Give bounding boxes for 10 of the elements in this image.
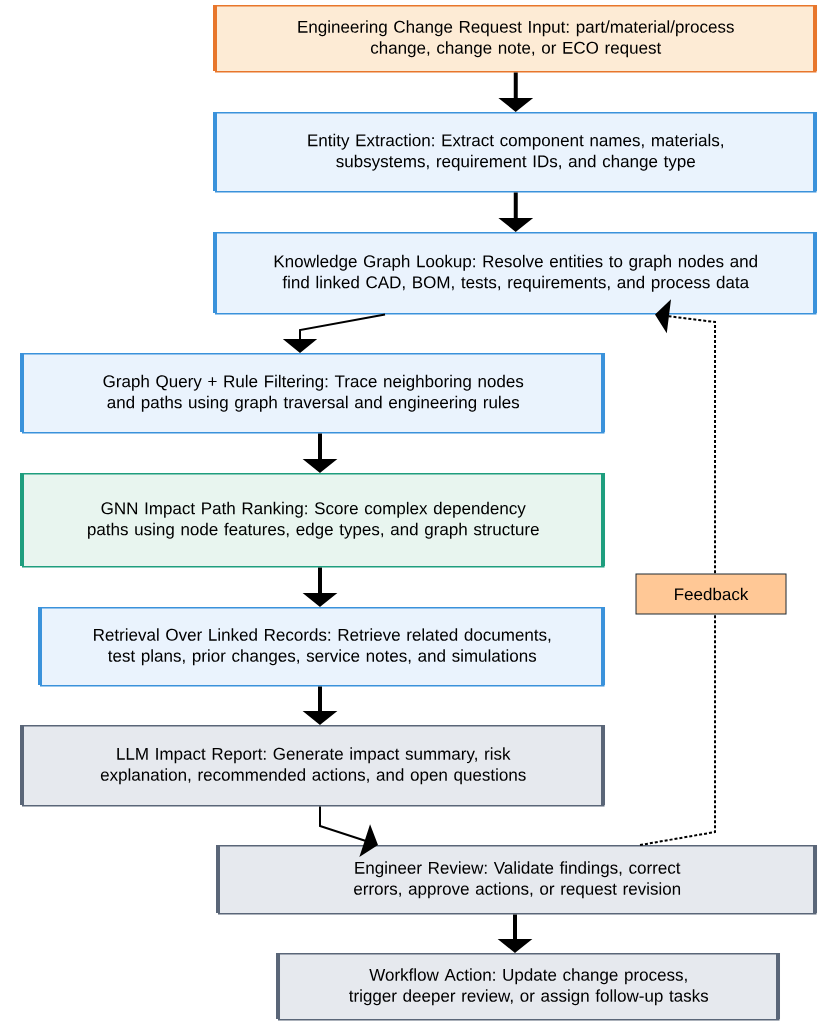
process-box: Graph Query + Rule Filtering: Trace neighboring nodes and paths using graph traversal and engineering rules bbox=[20, 351, 605, 434]
edge-label: Feedback bbox=[635, 573, 787, 615]
process-box: Retrieval Over Linked Records: Retrieve related documents, test plans, prior changes, service notes, and simulations bbox=[38, 605, 605, 687]
process-box: LLM Impact Report: Generate impact summary, risk explanation, recommended actions, and open questions bbox=[20, 723, 605, 807]
process-box: Engineering Change Request Input: part/material/process change, change note, or ECO request bbox=[213, 3, 817, 73]
process-box: Engineer Review: Validate findings, correct errors, approve actions, or request revision bbox=[216, 843, 817, 915]
process-box: Knowledge Graph Lookup: Resolve entities to graph nodes and find linked CAD, BOM, tests, requirements, and process data bbox=[213, 230, 817, 315]
process-box: Entity Extraction: Extract component names, materials, subsystems, requirement IDs, and change type bbox=[213, 110, 817, 193]
process-box: Workflow Action: Update change process, trigger deeper review, or assign follow-up tasks bbox=[276, 951, 780, 1021]
process-box: GNN Impact Path Ranking: Score complex dependency paths using node features, edge types, and graph structure bbox=[20, 471, 605, 568]
